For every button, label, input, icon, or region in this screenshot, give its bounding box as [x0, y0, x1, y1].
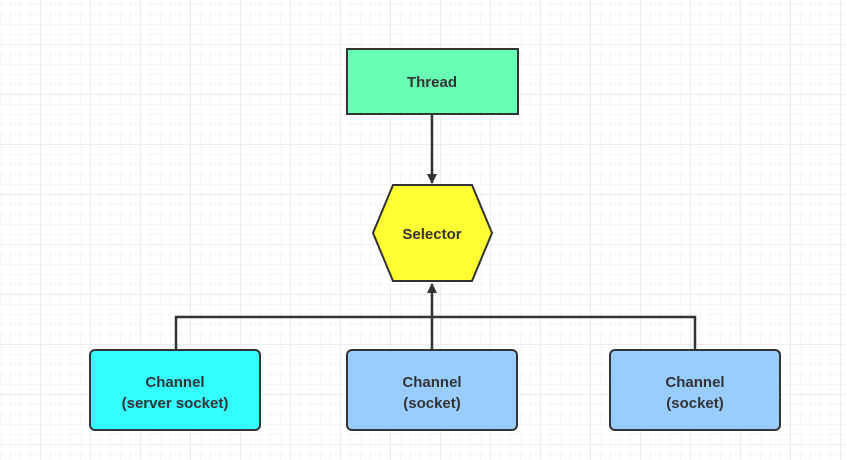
thread-node[interactable]: Thread [346, 48, 519, 115]
channel-server-socket-node[interactable]: Channel (server socket) [89, 349, 261, 431]
channel-subtitle: (socket) [403, 395, 461, 412]
channel-socket-node[interactable]: Channel (socket) [346, 349, 518, 431]
channel-title: Channel [665, 374, 724, 391]
channel-title: Channel [402, 374, 461, 391]
selector-label: Selector [402, 226, 461, 243]
channel-title: Channel [145, 374, 204, 391]
thread-label: Thread [407, 74, 457, 91]
channel-subtitle: (server socket) [122, 395, 229, 412]
channel-subtitle: (socket) [666, 395, 724, 412]
selector-node[interactable]: Selector [371, 184, 494, 282]
channels-bus-line [174, 315, 697, 350]
channel-socket-node[interactable]: Channel (socket) [609, 349, 781, 431]
